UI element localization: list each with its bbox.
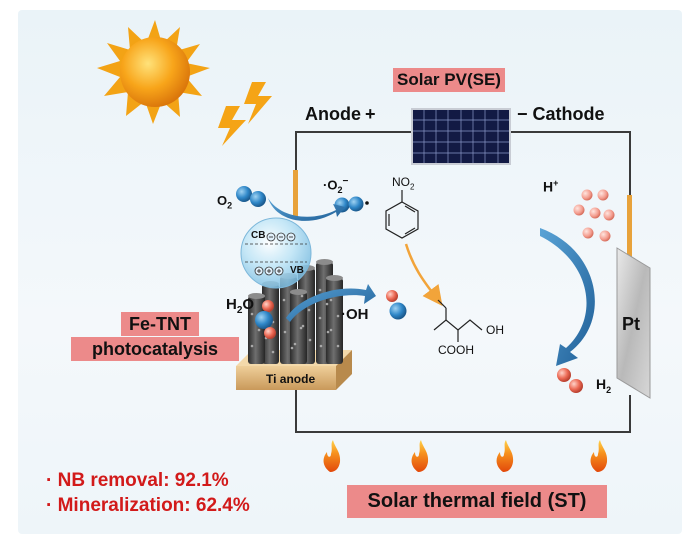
flame-icon (590, 440, 608, 472)
superoxide-subscript: 2 (337, 184, 343, 195)
sunlight-bolt-icon (218, 82, 272, 146)
solar-pv-label: Solar PV(SE) (393, 68, 505, 92)
nb-removal-stat: · NB removal: 92.1% (46, 470, 229, 491)
arrow-proton-reduction (540, 228, 595, 366)
flame-icon (411, 440, 429, 472)
ti-anode-label: Ti anode (266, 372, 316, 386)
superoxide-symbol: ·O (323, 177, 338, 193)
cathode-text: Cathode (532, 104, 605, 124)
sun-icon (97, 20, 210, 124)
cathode-minus-sign: − (517, 104, 528, 124)
hydrogen-molecule-icon (557, 368, 583, 393)
water-subscript: 2 (236, 305, 243, 316)
arrow-water-oxidation (286, 284, 376, 322)
solar-thermal-label: Solar thermal field (ST) (347, 485, 607, 518)
anode-lead (293, 170, 298, 218)
oxygen-molecule-icon (236, 186, 266, 207)
superoxide-superscript: − (342, 176, 349, 187)
anode-text: Anode (305, 104, 361, 124)
oxygen-symbol: O (217, 193, 228, 208)
nitro-subscript: 2 (410, 182, 415, 192)
product-oh-label: OH (486, 323, 504, 337)
hydroxyl-radical-label: ·OH (341, 306, 369, 323)
solar-panel-icon (411, 108, 511, 165)
mineralization-stat: · Mineralization: 62.4% (46, 495, 250, 516)
hydrogen-symbol: H (596, 376, 607, 392)
vb-label: VB (290, 265, 304, 276)
nitro-group-label: NO2 (392, 175, 414, 191)
proton-label: H+ (543, 178, 558, 195)
flame-icons (323, 440, 608, 472)
superoxide-label: ·O2− (323, 176, 348, 195)
band-structure-bubble (240, 217, 312, 289)
proton-superscript: + (553, 178, 559, 188)
anode-label: Anode+ (305, 104, 376, 125)
arrow-degradation (404, 243, 443, 306)
hydrogen-label: H2 (596, 376, 611, 395)
water-label: H2O (226, 296, 254, 316)
proton-cluster-icon (573, 189, 615, 242)
cb-label: CB (251, 230, 266, 241)
cathode-lead (627, 195, 632, 257)
fe-tnt-label: Fe-TNT (121, 312, 199, 336)
circuit-wire (295, 131, 631, 433)
product-cooh-label: COOH (438, 343, 474, 357)
flame-icon (323, 440, 341, 472)
product-structure (433, 299, 483, 342)
nitrobenzene-structure (385, 190, 419, 239)
anode-plus-sign: + (365, 104, 376, 124)
hydroxyl-radical-icon (386, 290, 407, 320)
water-molecule-icon (255, 300, 276, 339)
cathode-label: −Cathode (517, 104, 605, 125)
oxygen-subscript: 2 (227, 200, 233, 211)
oxygen-label: O2 (217, 193, 232, 211)
nitro-symbol: NO (392, 175, 410, 189)
water-h-symbol: H (226, 296, 237, 313)
arrow-o2-reduction (268, 198, 345, 221)
nanotube-array (248, 259, 343, 364)
hydrogen-subscript: 2 (606, 384, 612, 395)
photocatalysis-label: photocatalysis (71, 337, 239, 361)
water-o-symbol: O (242, 296, 255, 313)
pt-label: Pt (622, 314, 640, 334)
proton-symbol: H (543, 178, 554, 195)
pt-electrode (616, 247, 651, 399)
flame-icon (496, 440, 514, 472)
